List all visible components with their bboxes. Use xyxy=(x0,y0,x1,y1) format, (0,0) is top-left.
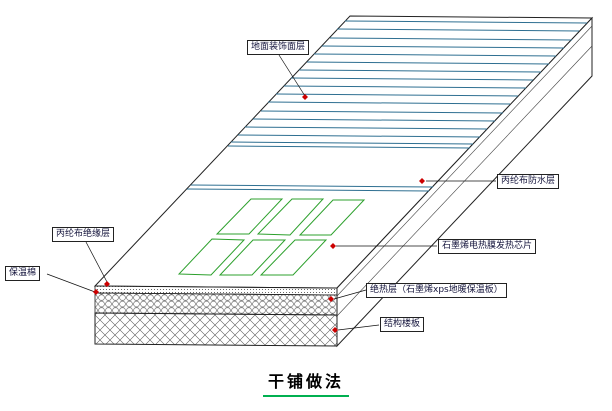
callout-insulation-cloth: 丙纶布绝缘层 xyxy=(52,227,115,243)
floor-finish-plank-lines xyxy=(237,20,588,138)
structural-slab-band xyxy=(94,312,338,347)
title-row: 干铺做法 xyxy=(0,368,612,397)
diagram-title: 干铺做法 xyxy=(262,368,349,397)
leader-lines xyxy=(46,54,496,331)
callout-structural-slab: 结构楼板 xyxy=(380,317,425,333)
front-face-layer-stack xyxy=(94,285,338,347)
xps-insulation-band xyxy=(94,292,338,316)
callout-waterproof-layer: 丙纶布防水层 xyxy=(497,174,560,190)
callout-xps-board: 绝热层（石墨烯xps地暖保温板） xyxy=(366,283,507,299)
waterproof-band-lines xyxy=(186,141,474,192)
red-pointer-markers xyxy=(93,94,425,333)
callout-heating-chip: 石墨烯电热膜发热芯片 xyxy=(438,239,537,255)
graphene-heating-chips xyxy=(177,198,366,276)
callout-floor-finish: 地面装饰面层 xyxy=(247,40,310,56)
callout-insulation-cotton: 保温棉 xyxy=(5,266,41,282)
